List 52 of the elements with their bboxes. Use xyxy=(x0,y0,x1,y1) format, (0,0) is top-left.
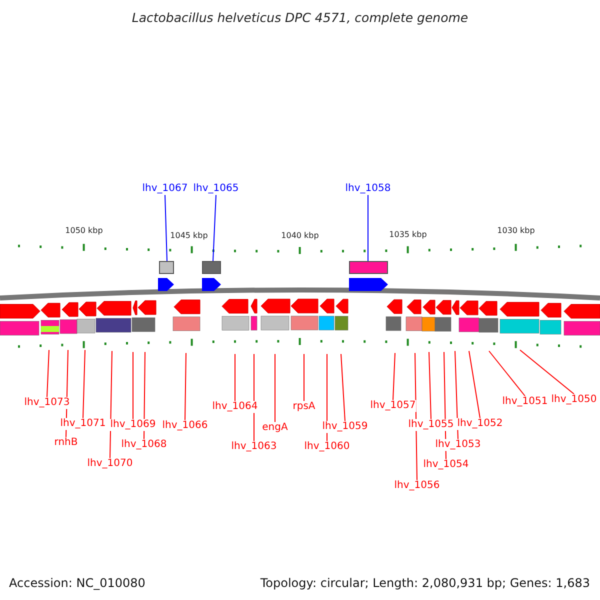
leader-line xyxy=(144,352,146,440)
accession-text: Accession: NC_010080 xyxy=(9,575,146,592)
gene-label: lhv_1069 xyxy=(109,419,157,431)
gene-block xyxy=(349,261,388,274)
leader-line xyxy=(428,352,432,420)
leader-line xyxy=(110,350,112,458)
gene-label: lhv_1057 xyxy=(369,400,417,412)
leader-line xyxy=(392,352,396,400)
leader-line xyxy=(520,350,574,394)
leader-line xyxy=(46,350,50,398)
leader-line xyxy=(212,194,216,262)
gene-label: rpsA xyxy=(292,401,316,413)
leader-line xyxy=(184,352,186,420)
gene-label: lhv_1059 xyxy=(321,421,369,433)
gene-label: lhv_1065 xyxy=(192,183,240,195)
gene-label: lhv_1060 xyxy=(303,441,351,453)
gene-label: lhv_1073 xyxy=(23,397,71,409)
genome-info-text: Topology: circular; Length: 2,080,931 bp; Genes: 1,683 xyxy=(260,575,590,592)
gene-label: lhv_1068 xyxy=(120,439,168,451)
gene-label: lhv_1066 xyxy=(161,420,209,432)
gene-label: lhv_1053 xyxy=(434,439,482,451)
leader-line xyxy=(82,350,86,418)
scale-label: 1045 kbp xyxy=(170,231,208,241)
leader-line xyxy=(274,354,276,422)
gene-label: lhv_1055 xyxy=(407,419,455,431)
gene-label: lhv_1070 xyxy=(86,458,134,470)
leader-line xyxy=(326,354,328,442)
gene-label: lhv_1051 xyxy=(501,396,549,408)
leader-line xyxy=(164,194,168,262)
gene-label: lhv_1052 xyxy=(456,418,504,430)
leader-line xyxy=(132,352,134,420)
gene-label: lhv_1056 xyxy=(393,480,441,492)
gene-label: lhv_1054 xyxy=(422,459,470,471)
leader-line xyxy=(488,350,526,396)
gene-label: engA xyxy=(261,422,289,434)
gene-label: lhv_1064 xyxy=(211,401,259,413)
scale-label: 1040 kbp xyxy=(281,231,319,241)
gene-label: lhv_1063 xyxy=(230,441,278,453)
leader-line xyxy=(468,350,480,418)
gene-block xyxy=(159,261,174,274)
scale-label: 1030 kbp xyxy=(497,226,535,236)
leader-line xyxy=(454,350,458,440)
chart-title: Lactobacillus helveticus DPC 4571, complete genome xyxy=(132,9,468,27)
leader-line xyxy=(234,354,236,402)
gene-label: lhv_1071 xyxy=(59,418,107,430)
leader-line xyxy=(340,354,346,422)
scale-label: 1035 kbp xyxy=(389,230,427,240)
gene-label: lhv_1050 xyxy=(550,394,598,406)
scale-label: 1050 kbp xyxy=(65,226,103,236)
gene-label: lhv_1067 xyxy=(141,183,189,195)
gene-block xyxy=(202,261,221,274)
gene-label: lhv_1058 xyxy=(344,183,392,195)
